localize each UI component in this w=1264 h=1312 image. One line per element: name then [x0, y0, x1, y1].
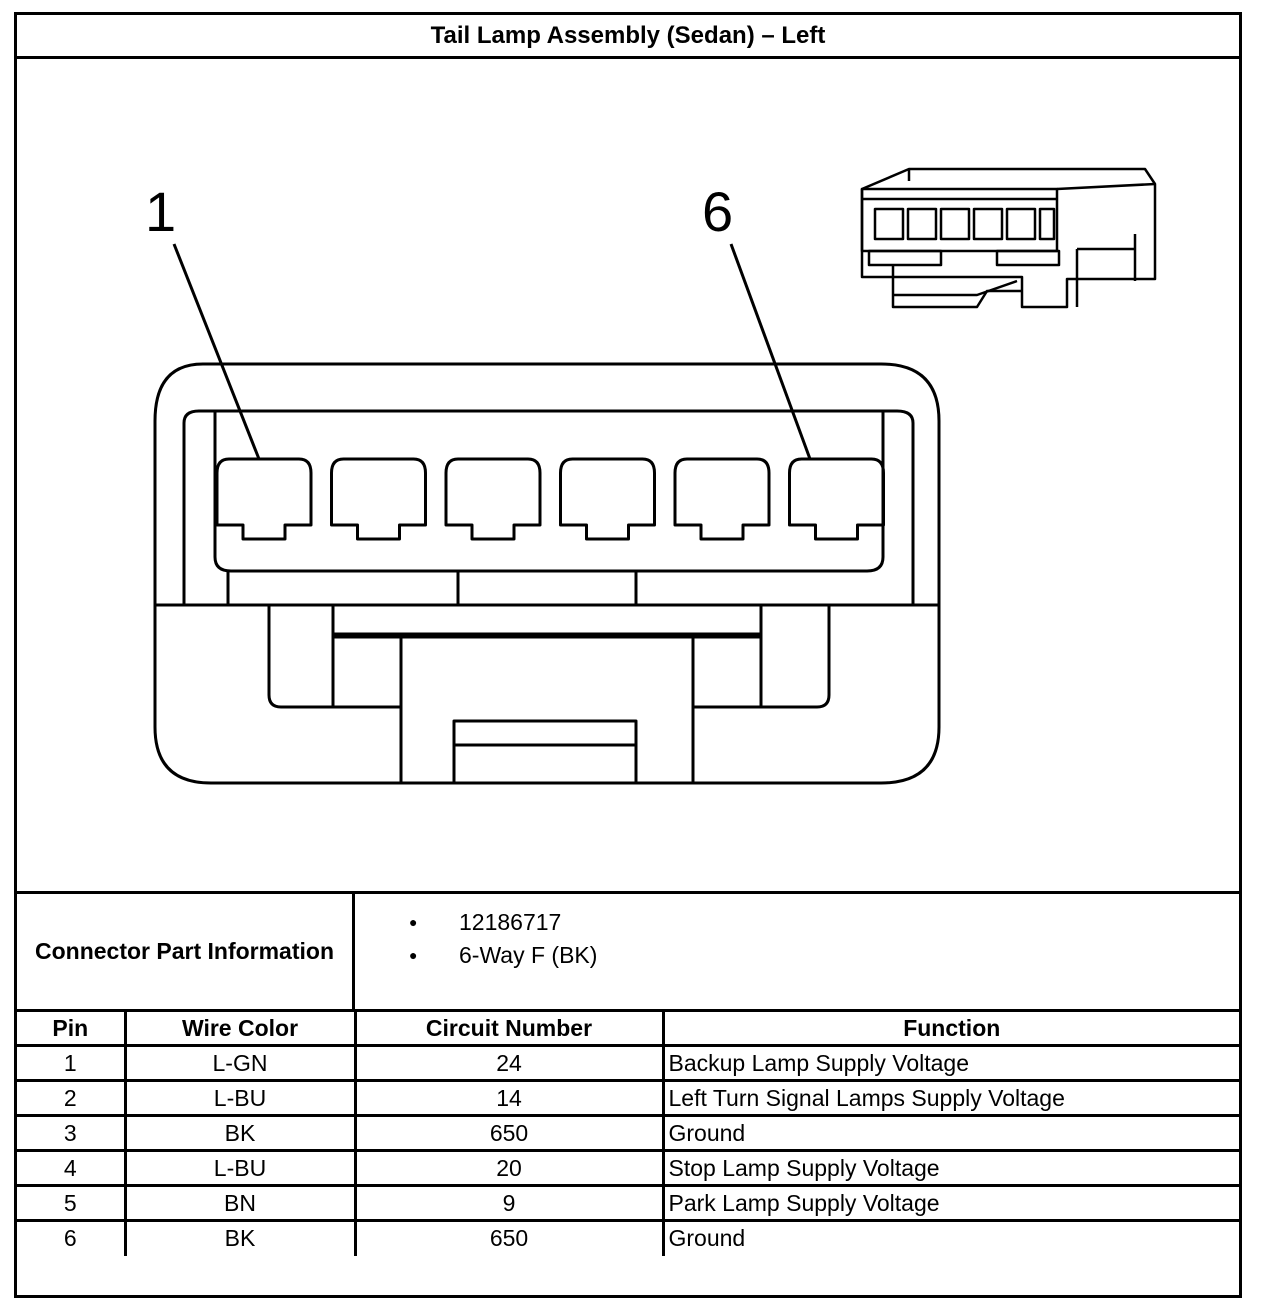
- circuit-number-cell: 9: [353, 1184, 665, 1222]
- circuit-number-cell: 24: [353, 1044, 665, 1082]
- wire-color-cell: L-BU: [123, 1149, 357, 1187]
- pin-cell: 2: [17, 1079, 127, 1117]
- function-cell: Stop Lamp Supply Voltage: [661, 1149, 1239, 1187]
- terminal-cavity-4: [559, 457, 656, 541]
- connector-info-label: Connector Part Information: [17, 894, 355, 1009]
- cavity-tray: [213, 411, 885, 573]
- wire-color-cell: BN: [123, 1184, 357, 1222]
- circuit-number-cell: 20: [353, 1149, 665, 1187]
- wire-color-cell: L-BU: [123, 1079, 357, 1117]
- leader-line-pin-1: [172, 243, 261, 460]
- terminal-cavities: [215, 457, 885, 541]
- connector-diagram: 1 6: [17, 59, 1239, 891]
- circuit-number-cell: 650: [353, 1219, 665, 1256]
- circuit-number-cell: 650: [353, 1114, 665, 1152]
- pin-cell: 6: [17, 1219, 127, 1256]
- terminal-cavity-6: [788, 457, 885, 541]
- function-cell: Left Turn Signal Lamps Supply Voltage: [661, 1079, 1239, 1117]
- pinout-table: Pin Wire Color Circuit Number Function 1…: [17, 1009, 1239, 1256]
- table-header-row: Pin Wire Color Circuit Number Function: [17, 1009, 1239, 1047]
- callout-pin-6: 6: [702, 180, 733, 243]
- connector-perspective-view: [860, 167, 1157, 309]
- function-cell: Park Lamp Supply Voltage: [661, 1184, 1239, 1222]
- terminal-cavity-1: [215, 457, 313, 541]
- housing-inner-frame: [182, 409, 915, 605]
- connector-face-drawing: 1 6: [145, 167, 1157, 785]
- part-number: 12186717: [355, 906, 597, 939]
- function-cell: Backup Lamp Supply Voltage: [661, 1044, 1239, 1082]
- terminal-cavity-3: [444, 457, 542, 541]
- table-row: 1 L-GN 24 Backup Lamp Supply Voltage: [17, 1044, 1239, 1082]
- header-circuit-number: Circuit Number: [353, 1009, 665, 1047]
- terminal-cavity-5: [673, 457, 771, 541]
- wire-color-cell: BK: [123, 1219, 357, 1256]
- table-row: 3 BK 650 Ground: [17, 1114, 1239, 1152]
- header-function: Function: [661, 1009, 1239, 1047]
- terminal-cavity-2: [330, 457, 427, 541]
- connector-housing-outline: [153, 362, 941, 785]
- connector-info-list: 12186717 6-Way F (BK): [355, 894, 597, 972]
- header-pin: Pin: [17, 1009, 127, 1047]
- pin-cell: 1: [17, 1044, 127, 1082]
- connector-type: 6-Way F (BK): [355, 939, 597, 972]
- table-row: 6 BK 650 Ground: [17, 1219, 1239, 1256]
- wire-color-cell: BK: [123, 1114, 357, 1152]
- table-row: 2 L-BU 14 Left Turn Signal Lamps Supply …: [17, 1079, 1239, 1117]
- page-title: Tail Lamp Assembly (Sedan) – Left: [17, 15, 1239, 59]
- header-wire-color: Wire Color: [123, 1009, 357, 1047]
- pin-cell: 3: [17, 1114, 127, 1152]
- function-cell: Ground: [661, 1219, 1239, 1256]
- table-row: 4 L-BU 20 Stop Lamp Supply Voltage: [17, 1149, 1239, 1187]
- wire-color-cell: L-GN: [123, 1044, 357, 1082]
- pin-cell: 5: [17, 1184, 127, 1222]
- pin-cell: 4: [17, 1149, 127, 1187]
- connector-sheet: Tail Lamp Assembly (Sedan) – Left 1 6: [14, 12, 1242, 1298]
- callout-pin-1: 1: [145, 180, 176, 243]
- table-row: 5 BN 9 Park Lamp Supply Voltage: [17, 1184, 1239, 1222]
- circuit-number-cell: 14: [353, 1079, 665, 1117]
- function-cell: Ground: [661, 1114, 1239, 1152]
- lock-tab: [452, 719, 638, 785]
- connector-part-info: Connector Part Information 12186717 6-Wa…: [17, 891, 1239, 1009]
- leader-line-pin-6: [729, 243, 812, 460]
